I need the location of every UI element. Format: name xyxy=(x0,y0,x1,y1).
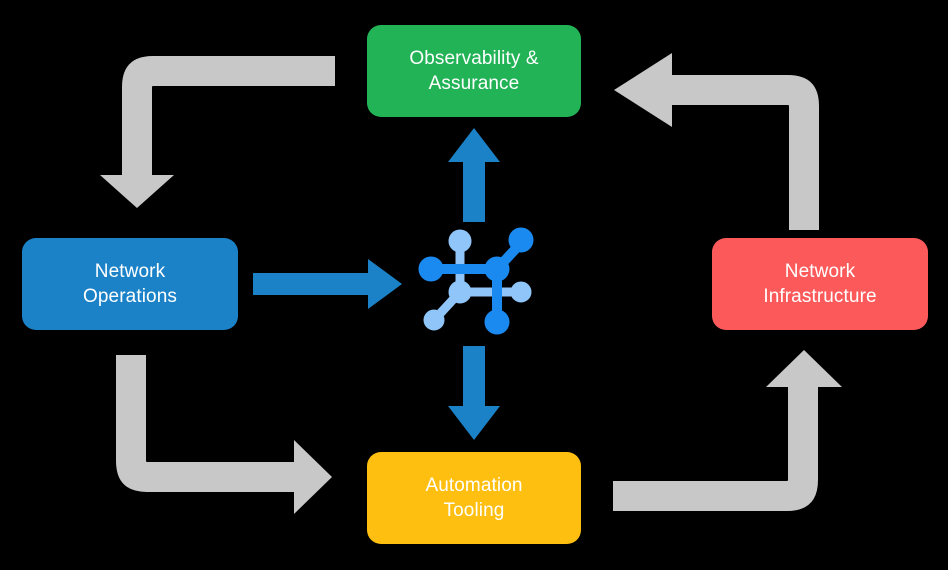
node-automation-label-line2: Tooling xyxy=(443,500,505,521)
icon-node-right-light xyxy=(510,281,532,303)
icon-node-bottom-dark xyxy=(484,309,510,335)
arrow-automation-to-infrastructure xyxy=(613,350,842,511)
arrow-center-to-observability xyxy=(448,128,500,222)
node-automation-label-line1: Automation xyxy=(425,474,523,496)
icon-node-mid-light xyxy=(448,280,472,304)
node-observability-label-line1: Observability & xyxy=(409,47,539,69)
node-operations-label-line2: Operations xyxy=(83,286,177,307)
node-observability-label-line2: Assurance xyxy=(428,73,520,94)
node-infrastructure-label-line1: Network xyxy=(784,260,856,282)
node-operations-label-line1: Network xyxy=(94,260,166,282)
node-infrastructure-label: Network Infrastructure xyxy=(763,259,876,309)
network-topology-icon xyxy=(418,227,534,335)
node-automation-label: Automation Tooling xyxy=(425,473,522,523)
icon-node-top-light xyxy=(448,229,472,253)
node-automation-tooling[interactable]: Automation Tooling xyxy=(367,452,581,544)
node-operations-label: Network Operations xyxy=(83,259,177,309)
arrow-center-to-automation xyxy=(448,346,500,440)
icon-node-left-dark xyxy=(418,256,444,282)
icon-node-hub-dark xyxy=(484,256,510,282)
icon-node-tr-dark xyxy=(508,227,534,253)
arrow-observability-to-operations xyxy=(100,56,335,208)
node-network-infrastructure[interactable]: Network Infrastructure xyxy=(712,238,928,330)
arrow-operations-to-center xyxy=(253,259,402,309)
arrow-infrastructure-to-observability xyxy=(614,53,819,230)
node-network-operations[interactable]: Network Operations xyxy=(22,238,238,330)
node-observability-assurance[interactable]: Observability & Assurance xyxy=(367,25,581,117)
arrow-operations-to-automation xyxy=(116,355,332,514)
node-infrastructure-label-line2: Infrastructure xyxy=(763,286,877,307)
icon-node-bl-light xyxy=(423,309,445,331)
node-observability-label: Observability & Assurance xyxy=(409,46,538,96)
